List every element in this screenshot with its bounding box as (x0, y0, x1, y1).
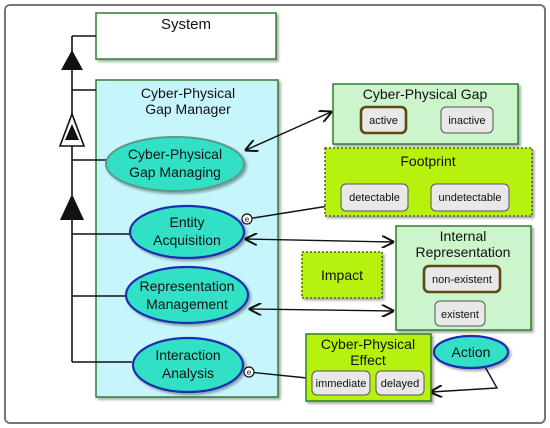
representation-state-existent[interactable]: existent (434, 300, 486, 327)
extension-marker-entity-acquisition: e (241, 213, 253, 225)
svg-text:e: e (247, 368, 252, 377)
usecase-interaction-analysis-line1: Interaction (155, 347, 220, 363)
gap-manager-title-line1: Cyber-Physical (141, 85, 235, 101)
system-box: System (95, 12, 277, 60)
svg-text:e: e (245, 215, 250, 224)
representation-title-line2: Representation (416, 244, 511, 260)
usecase-entity-acquisition[interactable]: Entity Acquisition (128, 204, 246, 260)
effect-state-immediate[interactable]: immediate (311, 370, 371, 396)
impact-title: Impact (321, 267, 363, 283)
impact-object: Impact (301, 251, 383, 299)
svg-text:undetectable: undetectable (439, 192, 502, 204)
usecase-gap-managing-line2: Gap Managing (129, 164, 221, 180)
effect-title-line1: Cyber-Physical (321, 336, 415, 352)
svg-text:existent: existent (441, 309, 479, 321)
svg-text:active: active (369, 115, 398, 127)
gap-title: Cyber-Physical Gap (363, 86, 488, 102)
link-representation-management-to-representation (250, 309, 393, 311)
gap-state-active[interactable]: active (359, 105, 408, 135)
usecase-representation-management-line1: Representation (140, 278, 235, 294)
link-action-to-effect (431, 364, 499, 392)
footprint-object: Footprint detectable undetectable (324, 147, 533, 217)
effect-object: Cyber-Physical Effect immediate delayed (305, 333, 432, 402)
extension-marker-interaction-analysis: e (243, 366, 255, 378)
svg-text:detectable: detectable (349, 192, 400, 204)
effect-state-delayed[interactable]: delayed (375, 370, 425, 396)
link-interaction-analysis-to-effect (248, 371, 308, 379)
action-title: Action (452, 344, 491, 360)
footprint-state-undetectable[interactable]: undetectable (430, 183, 510, 212)
usecase-interaction-analysis[interactable]: Interaction Analysis (131, 336, 245, 394)
exhibition-triangle-icon (60, 194, 84, 220)
usecase-gap-managing-line1: Cyber-Physical (128, 146, 222, 162)
usecase-entity-acquisition-line2: Acquisition (153, 232, 221, 248)
usecase-entity-acquisition-line1: Entity (169, 214, 204, 230)
footprint-title: Footprint (400, 153, 455, 169)
link-gap-managing-to-gap (246, 112, 331, 150)
usecase-representation-management[interactable]: Representation Management (124, 265, 250, 325)
svg-text:inactive: inactive (448, 115, 485, 127)
hierarchy-connectors (71, 35, 132, 363)
generalization-triangle-icon (61, 50, 83, 70)
svg-text:non-existent: non-existent (432, 274, 492, 286)
link-entity-acquisition-to-representation (246, 239, 393, 242)
footprint-state-detectable[interactable]: detectable (340, 183, 409, 212)
representation-title-line1: Internal (440, 228, 487, 244)
usecase-interaction-analysis-line2: Analysis (162, 365, 214, 381)
svg-text:delayed: delayed (381, 378, 420, 390)
effect-title-line2: Effect (350, 352, 386, 368)
aggregation-triangle-icon (58, 111, 86, 147)
system-title: System (161, 16, 211, 33)
svg-text:immediate: immediate (316, 378, 367, 390)
gap-state-inactive[interactable]: inactive (440, 106, 494, 134)
representation-state-non-existent[interactable]: non-existent (422, 264, 502, 294)
gap-object: Cyber-Physical Gap active inactive (332, 83, 519, 145)
representation-object: Internal Representation non-existent exi… (395, 225, 532, 331)
usecase-gap-managing[interactable]: Cyber-Physical Gap Managing (105, 136, 245, 192)
gap-manager-title-line2: Gap Manager (145, 101, 231, 117)
usecase-representation-management-line2: Management (146, 296, 228, 312)
action-process[interactable]: Action (432, 334, 510, 370)
